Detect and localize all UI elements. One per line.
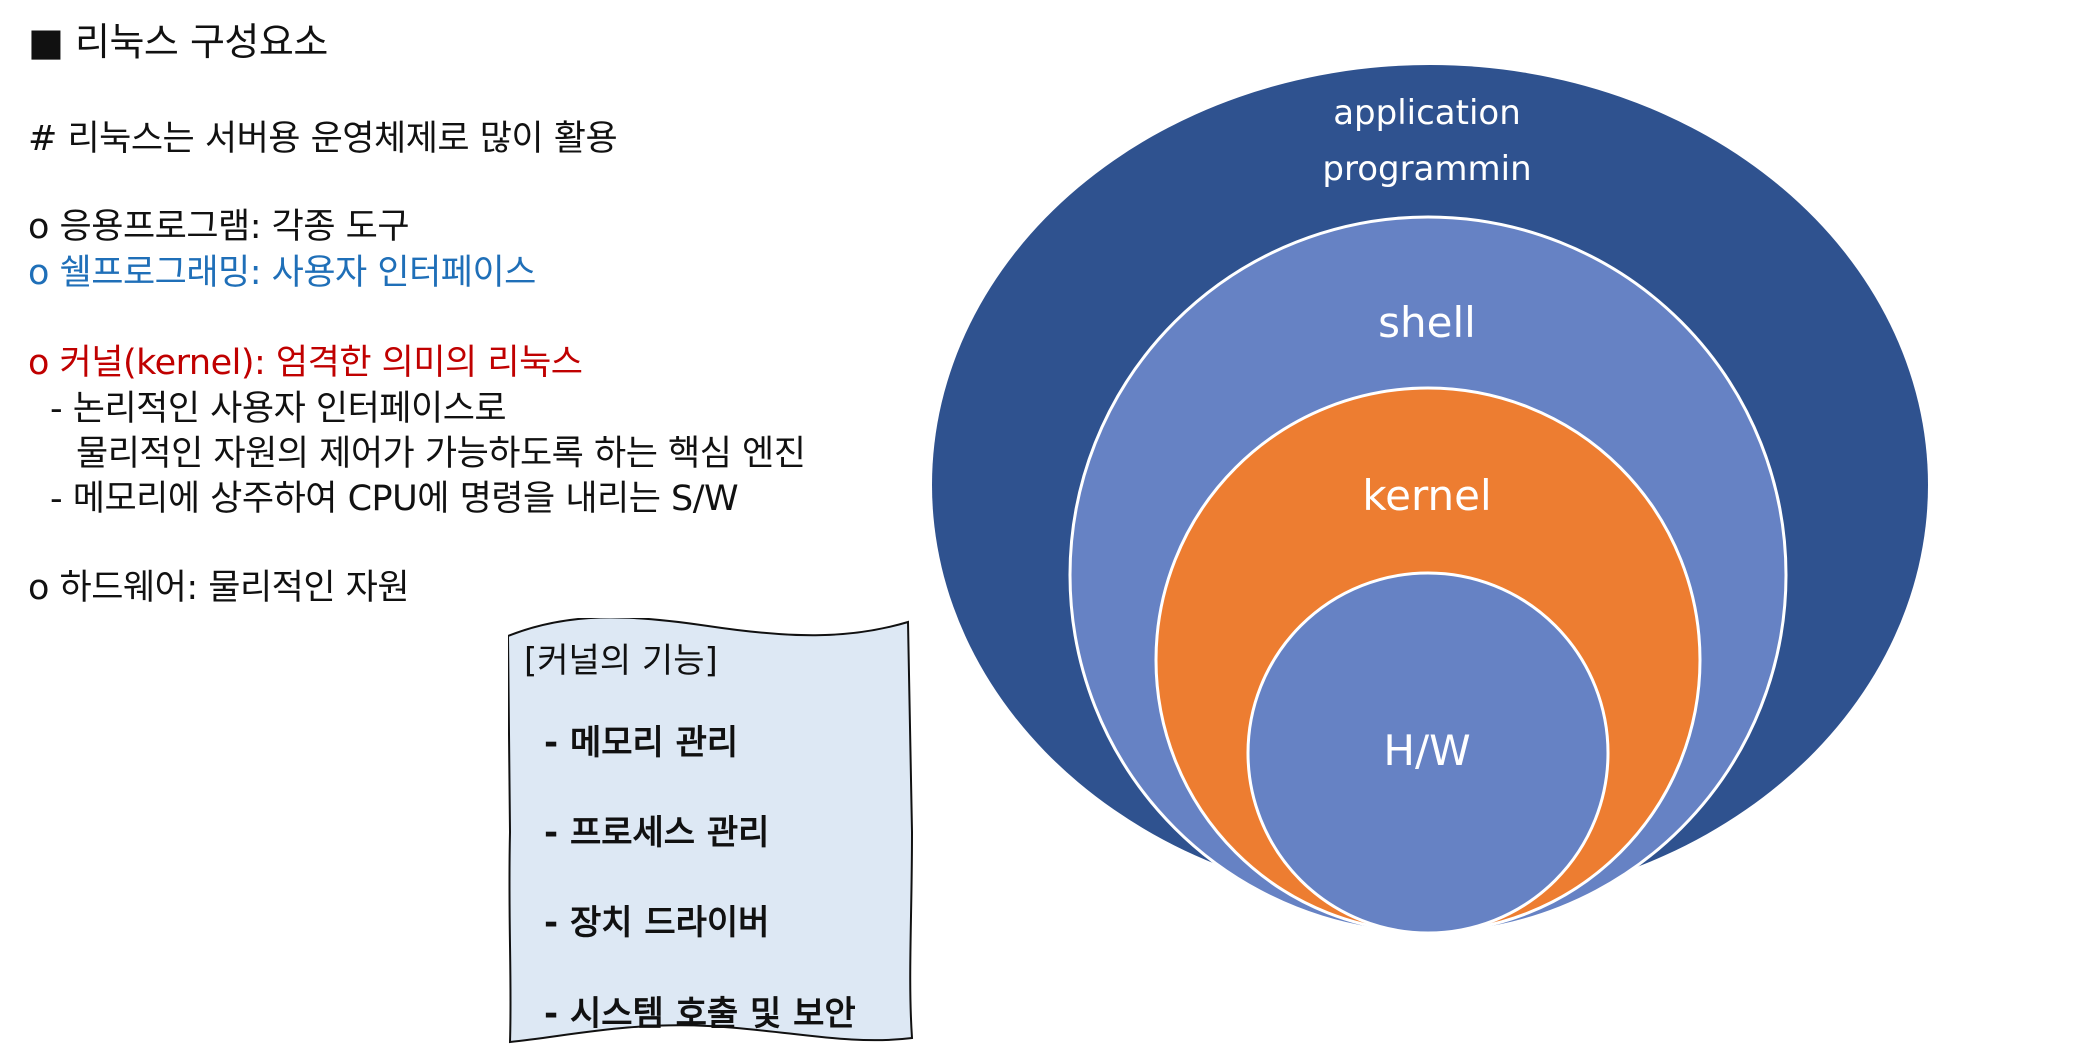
hardware-label: H/W [1383, 726, 1470, 775]
note-scroll-shape [508, 618, 914, 1044]
subtitle-line: # 리눅스는 서버용 운영체제로 많이 활용 [28, 119, 618, 159]
hardware-layer [1246, 571, 1610, 935]
item-shell: o 쉘프로그래밍: 사용자 인터페이스 [28, 253, 536, 293]
item-kernel: o 커널(kernel): 엄격한 의미의 리눅스 [28, 343, 583, 383]
kernel-desc-line-1: - 논리적인 사용자 인터페이스로 [50, 389, 507, 429]
application-label-line-1: application [1333, 93, 1521, 133]
kernel-label: kernel [1362, 471, 1491, 520]
kernel-functions-note: [커널의 기능] - 메모리 관리 - 프로세스 관리 - 장치 드라이버 - … [508, 618, 918, 1046]
note-entry-memory: - 메모리 관리 [544, 723, 739, 763]
note-entry-syscall: - 시스템 호출 및 보안 [544, 994, 856, 1034]
note-entry-process: - 프로세스 관리 [544, 813, 770, 853]
kernel-desc-line-2: 물리적인 자원의 제어가 가능하도록 하는 핵심 엔진 [76, 434, 806, 474]
shell-label: shell [1378, 298, 1476, 347]
kernel-desc-line-3: - 메모리에 상주하여 CPU에 명령을 내리는 S/W [50, 479, 739, 519]
item-application: o 응용프로그램: 각종 도구 [28, 207, 410, 247]
page-title: ■ 리눅스 구성요소 [28, 20, 328, 64]
item-hardware: o 하드웨어: 물리적인 자원 [28, 568, 410, 608]
application-label-line-2: programmin [1322, 149, 1531, 189]
note-entry-driver: - 장치 드라이버 [544, 903, 770, 943]
note-title: [커널의 기능] [524, 641, 718, 681]
